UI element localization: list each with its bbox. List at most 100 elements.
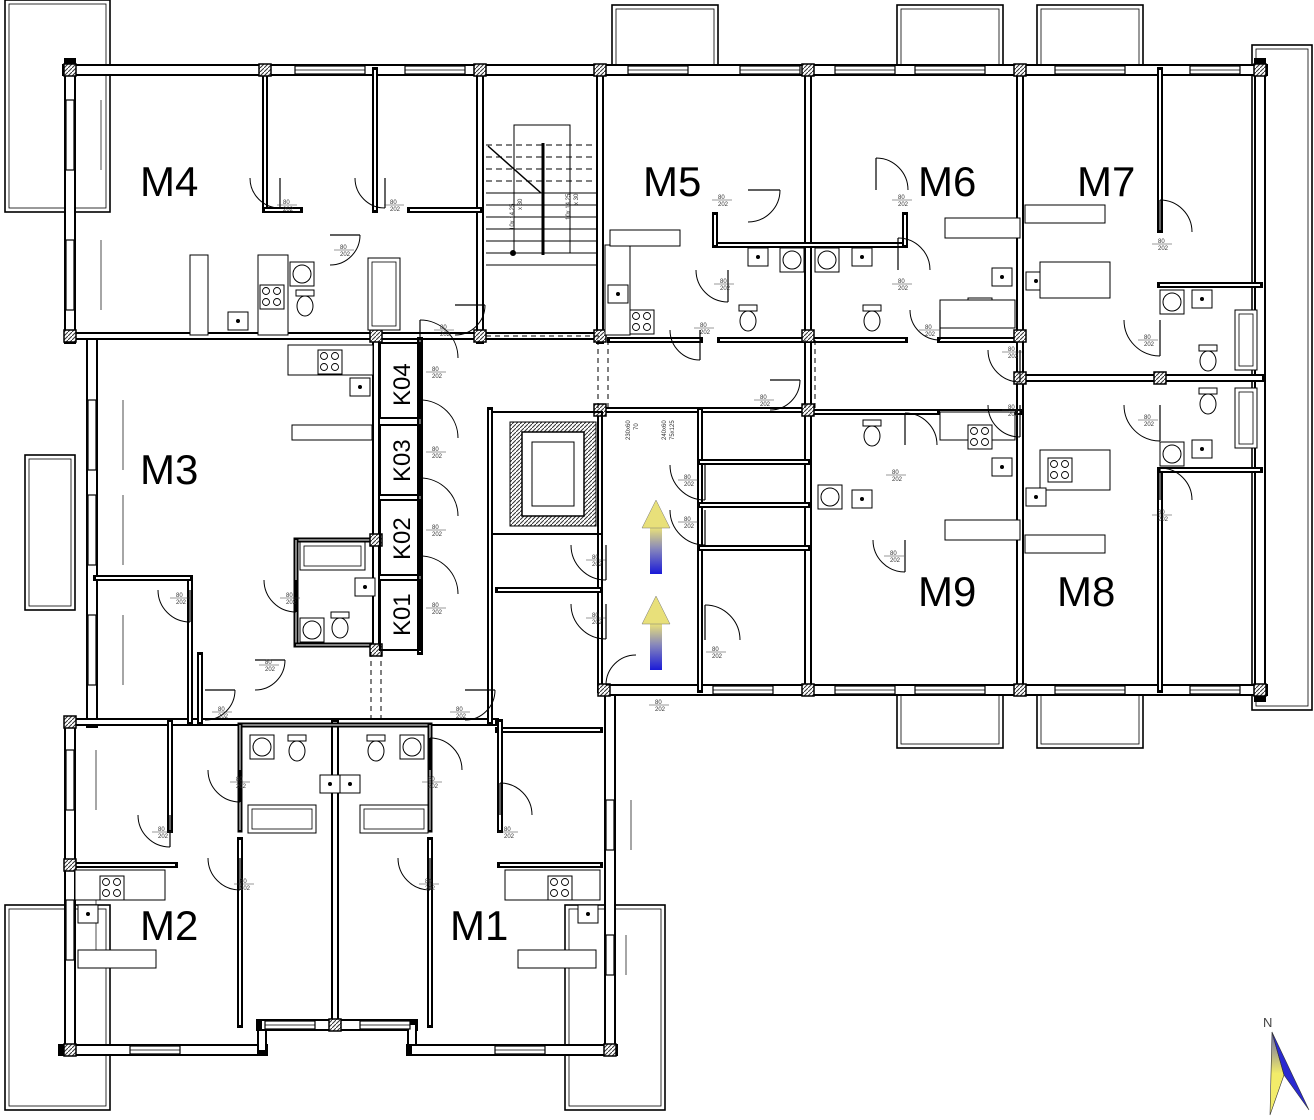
burner [981, 438, 989, 446]
door[interactable] [1123, 319, 1161, 357]
door-height-label: 202 [176, 600, 187, 606]
door[interactable] [1123, 404, 1161, 442]
burner [970, 427, 978, 435]
door[interactable] [769, 379, 801, 411]
structural-column [1013, 329, 1027, 343]
apartment-m5[interactable]: M5 [643, 158, 701, 205]
bathtub-inner [1238, 313, 1254, 367]
door[interactable] [570, 603, 607, 640]
door[interactable] [354, 177, 386, 209]
door[interactable] [747, 189, 781, 223]
door-width-label: 80 [712, 647, 719, 653]
door[interactable] [207, 857, 241, 891]
door[interactable] [204, 689, 236, 721]
burner [1050, 471, 1058, 479]
storage-k04[interactable]: K04 [389, 363, 416, 406]
door-width-label: 80 [592, 613, 599, 619]
door[interactable] [904, 412, 938, 446]
door[interactable] [669, 464, 706, 501]
apartment-m8[interactable]: M8 [1057, 568, 1115, 615]
door[interactable] [263, 579, 297, 613]
door[interactable] [397, 857, 431, 891]
door-height-label: 202 [504, 834, 515, 840]
kitchen-counter [944, 217, 1021, 239]
door[interactable] [419, 555, 459, 595]
toilet-bowl [367, 740, 385, 762]
structural-column [328, 1018, 342, 1032]
burner [1050, 460, 1058, 468]
burner [561, 878, 569, 886]
door[interactable] [464, 689, 496, 721]
apartment-m2[interactable]: M2 [140, 902, 198, 949]
door[interactable] [875, 157, 909, 191]
sink-drain [860, 255, 864, 259]
storage-units [379, 342, 421, 651]
door[interactable] [499, 782, 533, 816]
kitchen-counter [77, 949, 157, 969]
door[interactable] [704, 604, 741, 641]
burner [102, 878, 110, 886]
toilet-icon [1198, 344, 1218, 352]
door[interactable] [897, 237, 931, 271]
door[interactable] [872, 539, 906, 573]
door-height-label: 202 [1144, 422, 1155, 428]
door-swing-arc [1123, 404, 1161, 442]
window [65, 239, 75, 311]
apartment-m7[interactable]: M7 [1077, 158, 1135, 205]
kitchen-counter [939, 299, 1016, 329]
storage-k02[interactable]: K02 [389, 517, 416, 560]
burner [970, 438, 978, 446]
door[interactable] [605, 654, 637, 686]
storage-k03[interactable]: K03 [389, 439, 416, 482]
door-height-label: 202 [1158, 517, 1169, 523]
door-width-label: 80 [158, 827, 165, 833]
door[interactable] [419, 399, 459, 439]
door-swing-arc [570, 544, 607, 581]
door[interactable] [669, 509, 706, 546]
structural-column [1253, 63, 1267, 77]
storage-k01[interactable]: K01 [389, 593, 416, 636]
windows [65, 65, 1241, 1055]
bathtub-icon [367, 257, 401, 331]
sink-drain [1034, 279, 1038, 283]
apartment-m4[interactable]: M4 [140, 158, 198, 205]
door[interactable] [1159, 467, 1193, 501]
door[interactable] [429, 737, 463, 771]
door[interactable] [1159, 199, 1193, 233]
door-swing-arc [207, 857, 241, 891]
door[interactable] [157, 589, 191, 623]
sink-drain [1200, 297, 1204, 301]
apartment-m1[interactable]: M1 [450, 902, 508, 949]
door[interactable] [909, 309, 941, 341]
door-width-label: 80 [720, 279, 727, 285]
bathtub-icon [1234, 387, 1258, 449]
door[interactable] [669, 329, 701, 361]
apartment-m6[interactable]: M6 [918, 158, 976, 205]
apartment-m9[interactable]: M9 [918, 568, 976, 615]
burner [561, 889, 569, 897]
door[interactable] [454, 304, 486, 336]
door-height-label: 202 [456, 714, 467, 720]
door-width-label: 80 [898, 195, 905, 201]
door[interactable] [207, 769, 241, 803]
door-height-label: 202 [712, 654, 723, 660]
washing-machine-drum [1162, 444, 1182, 464]
door[interactable] [329, 234, 361, 266]
door-width-label: 80 [432, 525, 439, 531]
balcony-rail [8, 908, 107, 1107]
door[interactable] [419, 477, 459, 517]
door-height-label: 202 [218, 714, 229, 720]
door[interactable] [695, 269, 729, 303]
door[interactable] [987, 404, 1021, 438]
door[interactable] [137, 814, 171, 848]
burner [262, 298, 270, 306]
door[interactable] [987, 349, 1021, 383]
door-swing-arc [669, 509, 706, 546]
door[interactable] [249, 177, 281, 209]
washing-machine-drum [302, 620, 322, 640]
washing-machine-icon [1159, 441, 1185, 467]
apartment-m3[interactable]: M3 [140, 446, 198, 493]
structural-column [473, 63, 487, 77]
door[interactable] [254, 659, 286, 691]
door[interactable] [570, 544, 607, 581]
